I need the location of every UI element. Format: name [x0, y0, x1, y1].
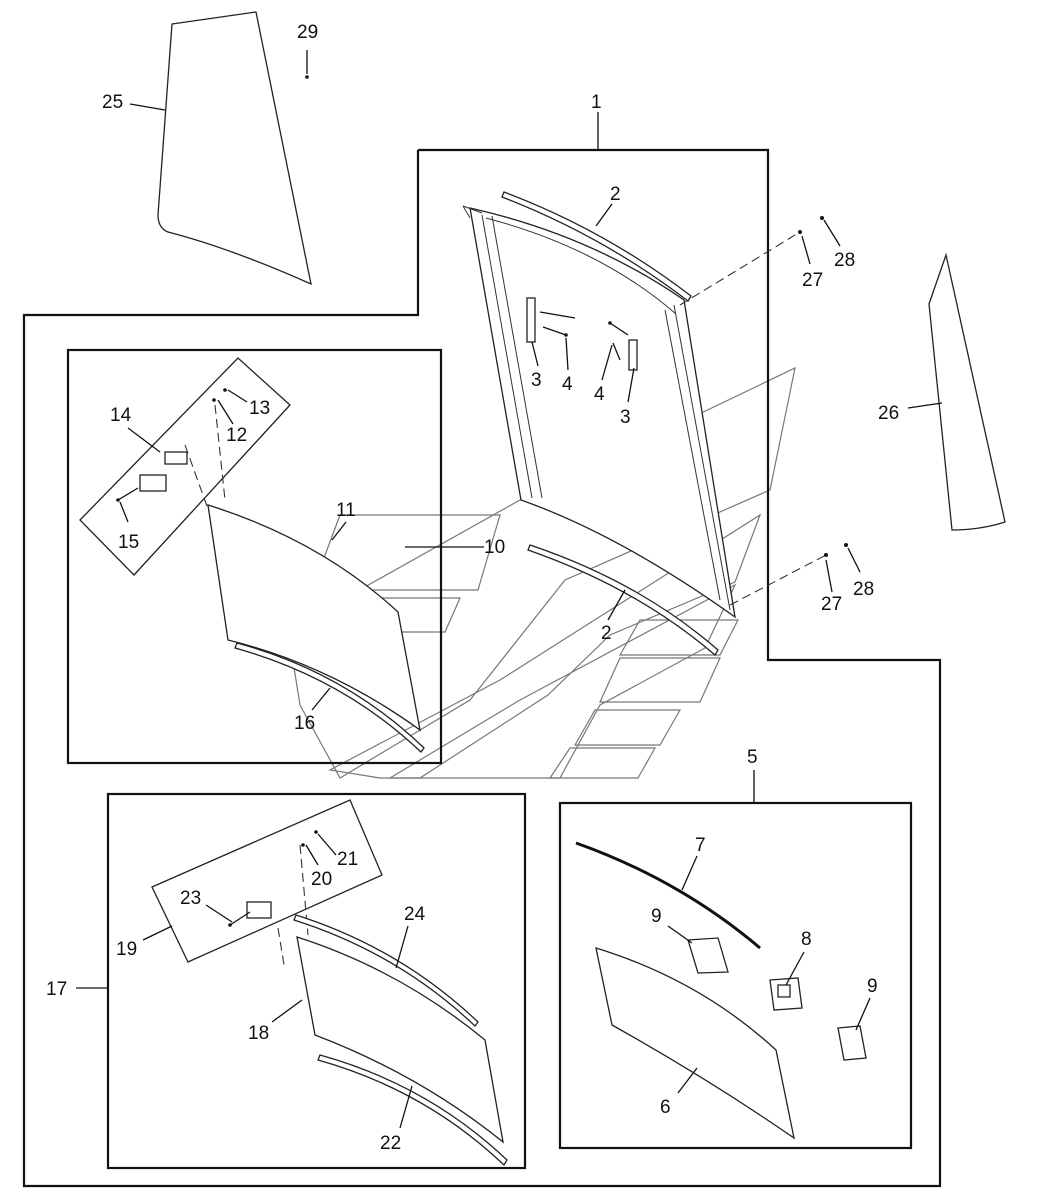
- callout-27-top: 27: [802, 270, 823, 291]
- callout-8: 8: [801, 929, 812, 950]
- door-glass-18: [296, 936, 504, 1144]
- callout-28-bottom: 28: [853, 579, 874, 600]
- seal-strip-2-top: [501, 191, 692, 302]
- callout-12: 12: [226, 425, 247, 446]
- callout-5: 5: [747, 747, 758, 768]
- callout-9-left: 9: [651, 906, 662, 927]
- hinge-3-right: [628, 339, 638, 371]
- glass-kit-frame: [558, 801, 913, 1150]
- latch-part-2: [246, 901, 272, 919]
- label-9-left: [687, 937, 729, 974]
- callout-1: 1: [591, 92, 602, 113]
- callout-11: 11: [336, 500, 356, 521]
- bracket-8-inner: [777, 984, 791, 998]
- callout-3-right: 3: [620, 407, 631, 428]
- callout-17: 17: [46, 979, 67, 1000]
- callout-19: 19: [116, 939, 137, 960]
- glass-6: [595, 947, 795, 1140]
- callout-labels: 1 2 2 3 3 4 4 5 6 7 8 9 9 10 11 12 13 14…: [46, 22, 899, 1154]
- callout-16: 16: [294, 713, 315, 734]
- callout-4-right: 4: [594, 384, 605, 405]
- hardware-plate-14: [79, 357, 291, 576]
- callout-13: 13: [249, 398, 270, 419]
- callout-20: 20: [311, 869, 332, 890]
- callout-25: 25: [102, 92, 123, 113]
- latch-part: [139, 474, 167, 492]
- seal-16: [234, 642, 425, 753]
- windshield-assembly: [462, 205, 736, 619]
- callout-9-right: 9: [867, 976, 878, 997]
- door-glass-11: [207, 504, 421, 732]
- callout-27-bottom: 27: [821, 594, 842, 615]
- callout-2-bottom: 2: [601, 623, 612, 644]
- seal-strip-2-bottom: [527, 544, 719, 656]
- callout-23: 23: [180, 888, 201, 909]
- callout-28-top: 28: [834, 250, 855, 271]
- callout-24: 24: [404, 904, 426, 925]
- callout-22: 22: [380, 1133, 401, 1154]
- seal-24: [293, 914, 479, 1027]
- dash-link-bottom: [729, 554, 827, 606]
- callout-6: 6: [660, 1097, 671, 1118]
- lower-left-detail-frame: [106, 792, 527, 1170]
- hardware-plate-19: [151, 799, 383, 963]
- callout-3-left: 3: [531, 370, 542, 391]
- watermark-logo: [287, 366, 796, 779]
- side-window-25: [157, 11, 312, 286]
- side-panel-26: [928, 252, 1006, 531]
- callout-10: 10: [484, 537, 505, 558]
- callout-26: 26: [878, 403, 899, 424]
- callout-18: 18: [248, 1023, 269, 1044]
- label-9-right: [837, 1025, 867, 1061]
- upper-left-detail-frame: [66, 348, 443, 765]
- leader-lines: [76, 103, 943, 1129]
- callout-4-left: 4: [562, 374, 573, 395]
- dash-link-top: [679, 231, 801, 306]
- hinge-3-left: [526, 297, 536, 343]
- callout-21: 21: [337, 849, 358, 870]
- seal-22: [317, 1054, 508, 1167]
- handle-part: [164, 451, 188, 465]
- callout-14: 14: [110, 405, 132, 426]
- callout-7: 7: [695, 835, 706, 856]
- callout-29: 29: [297, 22, 318, 43]
- callout-2-top: 2: [610, 184, 621, 205]
- seal-7: [575, 841, 761, 950]
- callout-15: 15: [118, 532, 139, 553]
- main-assembly-frame: [22, 148, 942, 1188]
